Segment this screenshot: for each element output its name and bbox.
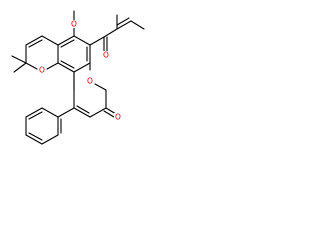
acyl-side-chain	[89, 14, 145, 52]
phenyl-bond-3-inner	[28, 132, 43, 141]
phenyl-bond-2	[41, 134, 59, 145]
alkene-double-bond-b	[116, 17, 130, 26]
pyran-oxygen: O	[38, 66, 46, 75]
lactone-bond-5-inner	[76, 105, 90, 114]
methoxy-oxygen: O	[70, 20, 78, 29]
gem-methyl-bond-2	[13, 62, 27, 73]
phenyl-bond-5-inner	[28, 111, 43, 120]
ketone-oxygen-label: O	[103, 51, 109, 60]
lactone-carbonyl-bond-b	[103, 110, 115, 118]
ketone-oxygen: O	[102, 51, 110, 60]
ring-bond-6-inner	[60, 39, 75, 48]
lactone-bond-4	[89, 107, 107, 118]
dimethylpyran-ring	[11, 35, 59, 73]
lactone-bond-5	[73, 107, 91, 118]
phenyl-bond-3	[25, 134, 43, 145]
terminal-methyl-bond	[130, 20, 145, 30]
phenyl-ring	[25, 107, 75, 145]
pyran-bond-2	[25, 35, 43, 46]
molecule-drawing: O O O O O	[11, 10, 145, 145]
ring-bond-1	[73, 35, 91, 46]
lactone-carbonyl-oxygen: O	[114, 113, 122, 122]
ring-bond-3	[73, 62, 91, 73]
central-aromatic-ring	[57, 35, 91, 73]
ring-bond-4	[57, 62, 75, 73]
structure-canvas: O O O O O	[0, 0, 150, 150]
aryl-carbonyl-bond	[89, 36, 105, 46]
pyran-double-bond-inner	[28, 39, 43, 48]
methoxy-oxygen-label: O	[71, 20, 77, 29]
pyran-oxygen-label: O	[39, 66, 45, 75]
atom-labels: O O O O O	[38, 20, 122, 122]
pyran-bond-4	[25, 62, 38, 70]
lactone-ring-oxygen: O	[86, 77, 94, 86]
pyran-bond-5	[46, 62, 59, 70]
phenyl-bond-6	[41, 107, 59, 118]
lactone-ring-oxygen-label: O	[87, 77, 93, 86]
ring-bond-6	[57, 35, 75, 46]
carbonyl-alkene-bond	[103, 28, 118, 38]
ring-bond-4-inner	[60, 60, 75, 69]
pyran-bond-1	[41, 35, 59, 46]
lactone-ring	[73, 62, 117, 118]
lactone-carbonyl-oxygen-label: O	[115, 113, 121, 122]
phenyl-attach-bond	[57, 107, 75, 118]
gem-methyl-bond-1	[11, 55, 27, 64]
lactone-bond-2	[94, 83, 107, 91]
alkene-double-bond-a	[116, 20, 132, 30]
phenyl-bond-5	[25, 107, 43, 118]
